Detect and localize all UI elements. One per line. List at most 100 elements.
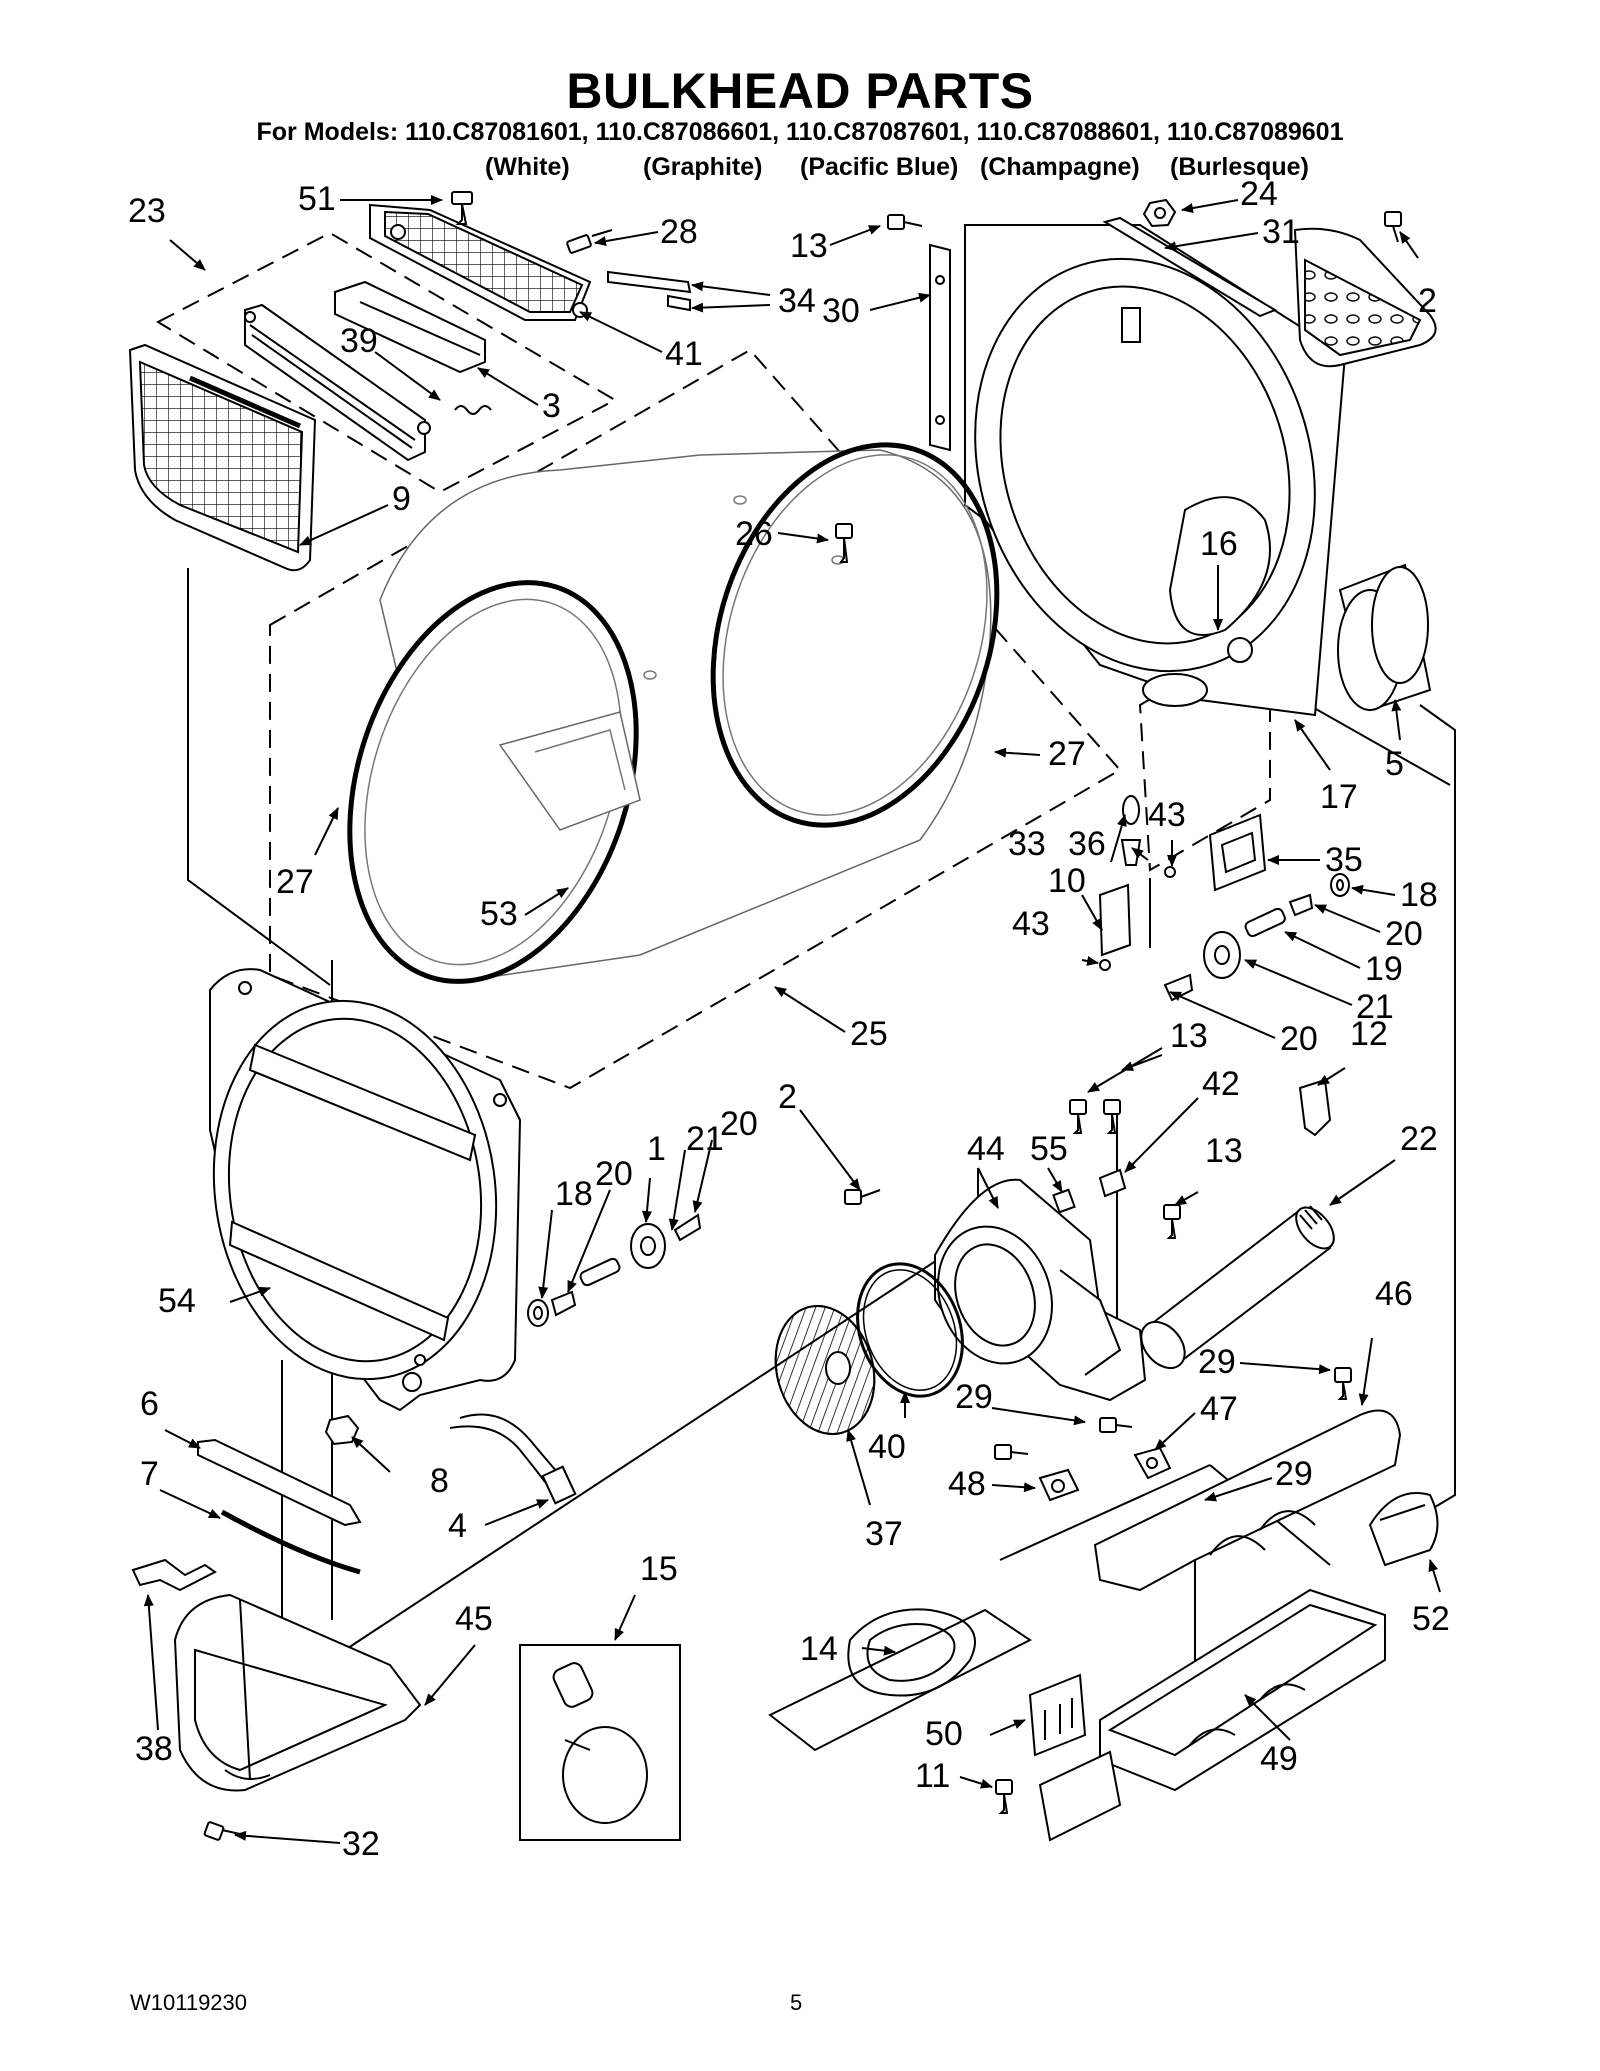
callout-label: 15	[640, 1550, 678, 1588]
blower-housing-part	[934, 1178, 1147, 1402]
duct-tube-part	[1140, 1205, 1335, 1370]
callout-label: 40	[868, 1428, 906, 1466]
callout-label: 13	[790, 227, 828, 265]
callout-label: 51	[298, 180, 336, 218]
callout-label: 26	[735, 515, 773, 553]
callout-label: 43	[1012, 905, 1050, 943]
lint-rail-part	[244, 303, 492, 462]
callout-label: 44	[967, 1130, 1005, 1168]
hi-limit-thermostat-47	[1133, 1446, 1172, 1480]
front-roller-group	[527, 1213, 702, 1327]
callout-arrows	[143, 195, 1441, 1844]
sensor-group-parts	[1098, 795, 1267, 971]
callout-label: 50	[925, 1715, 963, 1753]
callout-label: 18	[555, 1175, 593, 1213]
screw-2-top	[1384, 211, 1402, 243]
callout-label: 43	[1148, 796, 1186, 834]
callout-label: 23	[128, 192, 166, 230]
callout-labels: 23 51 28 34 41 39 3 9 13 24 31 2 30 26 1…	[128, 175, 1450, 1863]
callout-label: 20	[720, 1105, 758, 1143]
callout-label: 46	[1375, 1275, 1413, 1313]
callout-label: 33	[1008, 825, 1046, 863]
callout-label: 13	[1170, 1017, 1208, 1055]
page-number: 5	[790, 1990, 803, 2015]
screw-51	[451, 191, 473, 225]
callout-label: 25	[850, 1015, 888, 1053]
callout-label: 4	[448, 1507, 467, 1545]
callout-label: 36	[1068, 825, 1106, 863]
callout-label: 13	[1205, 1132, 1243, 1170]
lint-bracket-part	[334, 280, 486, 374]
callout-label: 2	[1418, 282, 1437, 320]
clip-12	[1298, 1078, 1332, 1137]
callout-label: 27	[1048, 735, 1086, 773]
callout-label: 38	[135, 1730, 173, 1768]
callout-label: 24	[1240, 175, 1278, 213]
nut-24	[1142, 198, 1177, 228]
thermistor-55	[1052, 1188, 1076, 1214]
thermal-fuse-kit-part	[519, 1644, 681, 1841]
color-graphite: (Graphite)	[643, 153, 763, 181]
bulkhead-strip-part	[1102, 216, 1278, 318]
callout-label: 29	[955, 1378, 993, 1416]
gasket-strips-34	[607, 270, 692, 312]
callout-label: 54	[158, 1282, 196, 1320]
front-bulkhead-part	[209, 968, 522, 1412]
callout-label: 48	[948, 1465, 986, 1503]
bracket-50	[1028, 1673, 1122, 1842]
callout-label: 32	[342, 1825, 380, 1863]
callout-label: 42	[1202, 1065, 1240, 1103]
page-title: BULKHEAD PARTS	[566, 63, 1034, 119]
callout-label: 49	[1260, 1740, 1298, 1778]
callout-label: 16	[1200, 525, 1238, 563]
lint-filter-group-outline	[155, 231, 618, 494]
callout-label: 20	[1385, 915, 1423, 953]
nut-8	[324, 1414, 360, 1446]
callout-label: 14	[800, 1630, 838, 1668]
drum-part	[347, 442, 1000, 984]
callout-label: 12	[1350, 1015, 1388, 1053]
callout-label: 28	[660, 213, 698, 251]
callout-label: 17	[1320, 778, 1358, 816]
wire-harness-part	[449, 1413, 577, 1505]
drum-group-outline	[269, 348, 1122, 1090]
callout-label: 5	[1385, 745, 1404, 783]
callout-label: 53	[480, 895, 518, 933]
callout-label: 3	[542, 387, 561, 425]
callout-label: 29	[1275, 1455, 1313, 1493]
rear-bulkhead-part	[964, 224, 1347, 717]
assembly-lines	[187, 568, 1456, 1745]
bulkhead-bracket-part	[929, 243, 951, 452]
callout-label: 31	[1262, 213, 1300, 251]
callout-label: 34	[778, 282, 816, 320]
felt-seal-7	[220, 1509, 361, 1575]
callout-label: 6	[140, 1385, 159, 1423]
screw-26	[835, 523, 853, 563]
callout-label: 18	[1400, 876, 1438, 914]
screw-11	[995, 1779, 1013, 1814]
callout-label: 47	[1200, 1390, 1238, 1428]
exhaust-cover-part	[1293, 227, 1437, 368]
callout-label: 52	[1412, 1600, 1450, 1638]
color-pacific-blue: (Pacific Blue)	[800, 153, 959, 181]
clip-38	[131, 1558, 217, 1592]
screw-13-top	[887, 214, 923, 230]
callout-label: 1	[647, 1130, 666, 1168]
lint-grille-part	[369, 203, 592, 321]
callout-label: 2	[778, 1078, 797, 1116]
screws-13-mid	[1069, 1099, 1181, 1239]
callout-label: 11	[915, 1757, 950, 1795]
rear-roller-group	[1163, 873, 1350, 1002]
bracket-42	[1098, 1168, 1127, 1198]
model-list: For Models: 110.C87081601, 110.C87086601…	[256, 118, 1344, 146]
callout-label: 37	[865, 1515, 903, 1553]
color-burlesque: (Burlesque)	[1170, 153, 1309, 181]
felt-seal-6	[197, 1438, 362, 1527]
screw-28	[566, 229, 613, 254]
callout-label: 30	[822, 292, 860, 330]
heater-cover-part	[1093, 1409, 1402, 1592]
callout-label: 21	[686, 1120, 724, 1158]
front-duct-part	[173, 1593, 422, 1792]
exhaust-duct-part	[1337, 563, 1432, 712]
